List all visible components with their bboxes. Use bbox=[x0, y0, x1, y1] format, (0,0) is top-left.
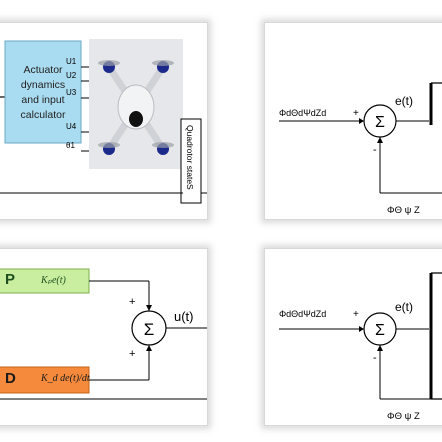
minus-sign: - bbox=[373, 352, 377, 364]
p-term: Kₚe(t) bbox=[41, 275, 66, 286]
plus-sign: + bbox=[353, 309, 359, 320]
feedback-label: ΦΘ ψ Z bbox=[387, 205, 420, 216]
actuator-diagram: U1 U2 U3 U4 θ1 Quadrotor stateS bbox=[0, 39, 207, 204]
error-loop-panel-bottom: ΦdΘdΨdZd + Σ e(t) - ΦΘ ψ Z bbox=[264, 248, 442, 426]
error-label: e(t) bbox=[395, 300, 413, 314]
states-box bbox=[180, 118, 202, 204]
pid-panel: Σ + + u(t) P Kₚe(t) D K_d de(t)/dt bbox=[0, 248, 208, 426]
quadrotor-drone-icon bbox=[98, 60, 174, 155]
minus-sign: - bbox=[373, 144, 377, 156]
actuator-line-2: dynamics bbox=[20, 79, 66, 91]
p-letter: P bbox=[5, 271, 16, 288]
actuator-box bbox=[4, 40, 82, 144]
sigma-symbol: Σ bbox=[375, 114, 385, 131]
feedback-loop-diagram-bottom: ΦdΘdΨdZd + Σ e(t) - ΦΘ ψ Z bbox=[279, 272, 442, 422]
pid-diagram: Σ + + u(t) bbox=[0, 268, 207, 400]
feedback-label: ΦΘ ψ Z bbox=[387, 411, 420, 422]
output-label: u(t) bbox=[174, 309, 194, 324]
sigma-symbol: Σ bbox=[375, 322, 385, 339]
plus-top: + bbox=[129, 296, 135, 308]
input-label-u2: U2 bbox=[66, 71, 77, 80]
feedback-loop-diagram-top: ΦdΘdΨdZd + Σ e(t) - ΦΘ ψ Z bbox=[279, 82, 442, 216]
reference-label: ΦdΘdΨdZd bbox=[279, 108, 326, 118]
input-label-theta1: θ1 bbox=[66, 141, 75, 150]
d-letter: D bbox=[5, 370, 16, 387]
input-label-u3: U3 bbox=[66, 88, 77, 97]
actuator-quadrotor-panel: U1 U2 U3 U4 θ1 Quadrotor stateS Actuato bbox=[0, 22, 208, 220]
error-label: e(t) bbox=[395, 94, 413, 108]
sigma-symbol: Σ bbox=[144, 320, 155, 339]
actuator-line-3: and input bbox=[21, 94, 65, 106]
actuator-line-1: Actuator bbox=[23, 64, 63, 76]
error-loop-panel-top: ΦdΘdΨdZd + Σ e(t) - ΦΘ ψ Z bbox=[264, 22, 442, 220]
input-label-u1: U1 bbox=[66, 57, 77, 66]
states-label: Quadrotor stateS bbox=[185, 125, 195, 190]
actuator-line-4: calculator bbox=[20, 109, 66, 121]
plus-sign: + bbox=[353, 108, 359, 119]
d-term: K_d de(t)/dt bbox=[41, 373, 90, 384]
input-label-u4: U4 bbox=[66, 122, 77, 131]
actuator-label: Actuator dynamics and input calculator bbox=[9, 63, 77, 123]
plus-bottom: + bbox=[129, 348, 135, 360]
reference-label: ΦdΘdΨdZd bbox=[279, 309, 326, 319]
